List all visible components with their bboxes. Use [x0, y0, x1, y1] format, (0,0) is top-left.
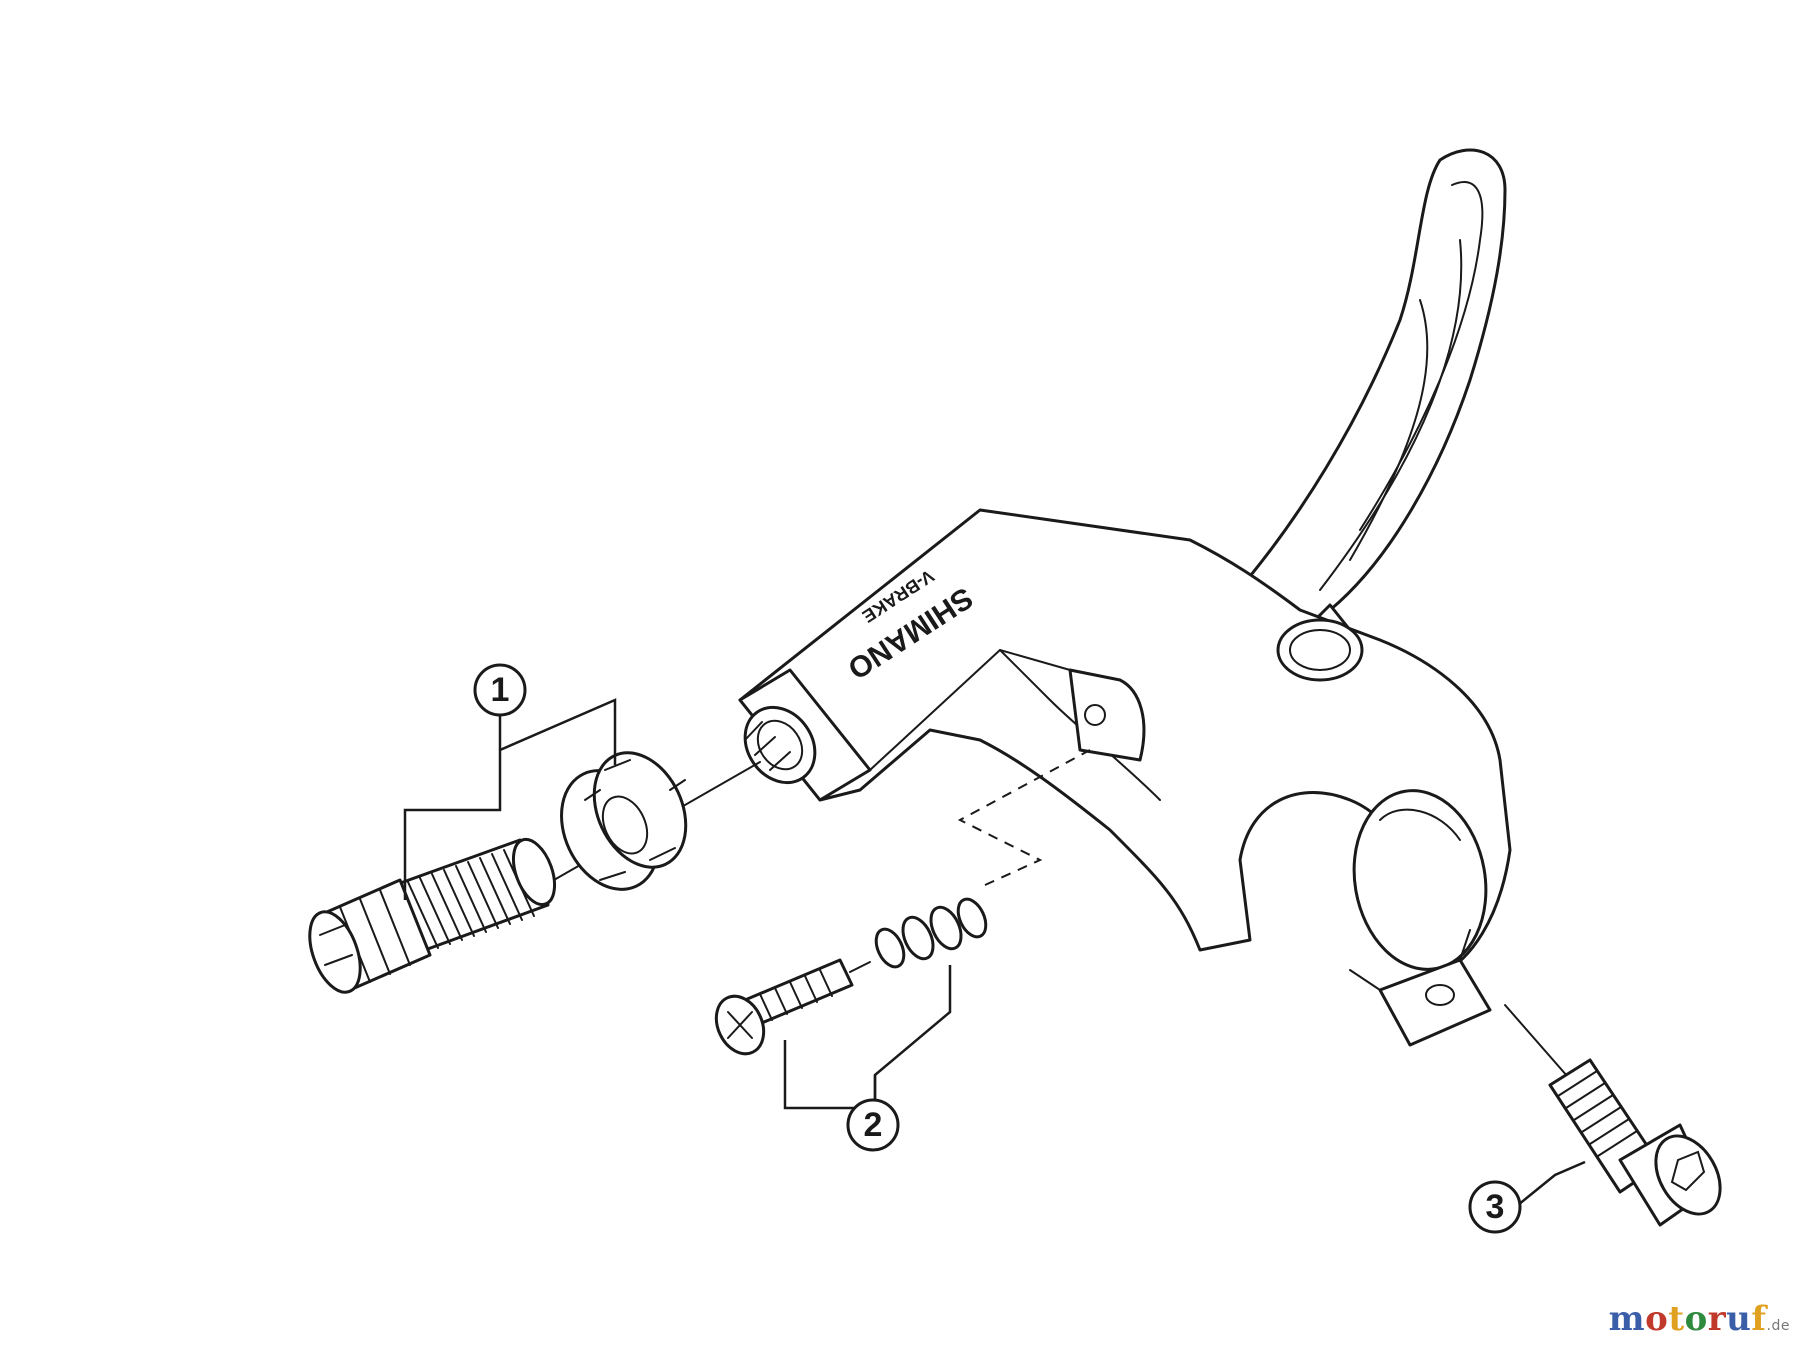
lock-nut: [560, 751, 688, 891]
callout-2-number: 2: [864, 1106, 883, 1144]
return-spring: [874, 897, 988, 969]
callout-3-leader: [1517, 1160, 1586, 1206]
watermark-text: motoruf: [1608, 1299, 1767, 1339]
watermark-tld: .de: [1766, 1318, 1790, 1334]
part-3-clamp-bolt: [1504, 1004, 1722, 1227]
callout-3-number: 3: [1486, 1188, 1505, 1226]
assembly-axis-3: [1504, 1004, 1576, 1086]
clamp-bolt-threads: [1557, 1070, 1638, 1157]
lever-body: [738, 508, 1512, 1047]
site-watermark: motoruf.de: [1609, 1299, 1790, 1339]
part-1-cable-adjuster: [308, 751, 761, 994]
callout-1: 1: [473, 663, 527, 717]
callout-1-number: 1: [491, 671, 510, 709]
callout-3: 3: [1468, 1180, 1522, 1234]
adjuster-threads: [407, 849, 535, 949]
assembly-axis-2: [957, 749, 1091, 886]
part-2-reach-adjust-screw: [714, 749, 1091, 1056]
callout-1-bracket: [403, 698, 617, 900]
callout-2: 2: [846, 1098, 900, 1152]
